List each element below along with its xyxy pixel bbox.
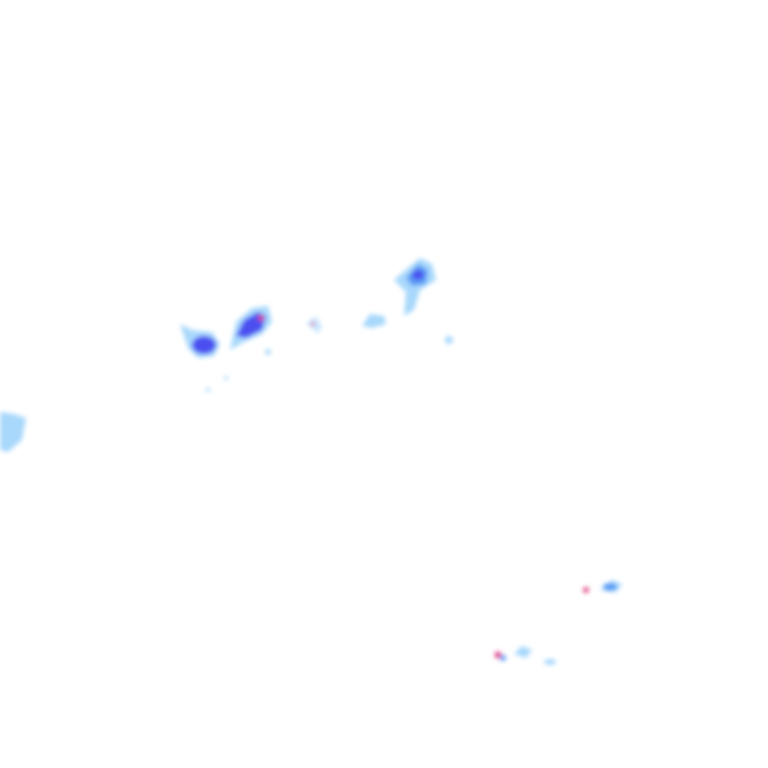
- precip-cell: [230, 306, 272, 355]
- precip-cell: [362, 314, 386, 328]
- precip-cell: [494, 646, 556, 665]
- precip-cell: [583, 580, 622, 593]
- precip-cell: [0, 412, 26, 452]
- precip-cell: [180, 324, 220, 358]
- precip-cell: [394, 258, 436, 316]
- precip-cell: [306, 316, 322, 334]
- precip-cell: [206, 388, 210, 392]
- precip-cell: [224, 376, 228, 380]
- precip-cell: [445, 336, 453, 344]
